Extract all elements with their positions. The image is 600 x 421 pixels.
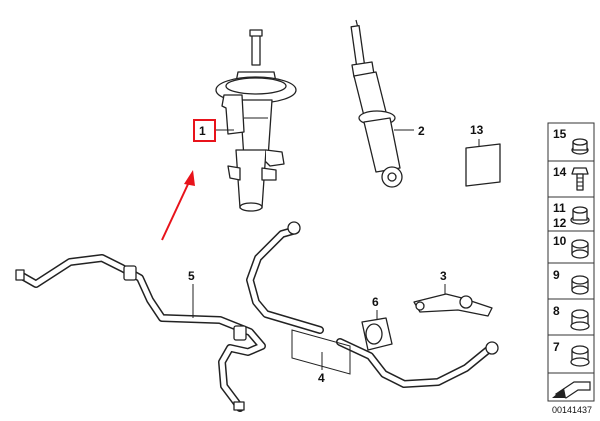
callout-number: 1 <box>199 124 206 138</box>
hardware-item-9[interactable]: 9 <box>553 268 589 295</box>
stabilizer-bar-kit[interactable] <box>246 221 499 388</box>
hardware-item-10[interactable]: 10 <box>553 234 589 259</box>
hardware-item-11-12[interactable]: 11 12 <box>553 201 590 230</box>
hardware-number: 14 <box>553 165 567 179</box>
callout-6[interactable]: 6 <box>372 295 379 320</box>
callout-2[interactable]: 2 <box>394 124 425 138</box>
callout-number: 13 <box>470 123 484 137</box>
hardware-item-7[interactable]: 7 <box>553 340 590 367</box>
hardware-number: 12 <box>553 216 567 230</box>
red-arrow-icon <box>161 170 195 241</box>
callout-number: 5 <box>188 269 195 283</box>
callout-4[interactable]: 4 <box>318 352 325 385</box>
hardware-item-15[interactable]: 15 <box>553 127 589 155</box>
hex-bolt-icon <box>571 167 589 191</box>
hardware-number: 9 <box>553 268 560 282</box>
stabilizer-link[interactable] <box>413 293 493 317</box>
hardware-number: 11 <box>553 201 566 215</box>
collar-nut-icon <box>570 345 590 367</box>
callout-number: 4 <box>318 371 325 385</box>
hardware-number: 10 <box>553 234 567 248</box>
collar-nut-icon <box>571 138 589 155</box>
self-locking-nut-icon <box>571 239 589 259</box>
flange-nut-icon <box>570 206 590 225</box>
highlight-box <box>193 119 216 142</box>
strut-assembly[interactable] <box>215 29 297 212</box>
catalog-number: 00141437 <box>552 405 592 415</box>
callout-5[interactable]: 5 <box>188 269 195 318</box>
hardware-item-8[interactable]: 8 <box>553 304 590 331</box>
hardware-number: 15 <box>553 127 567 141</box>
callout-1[interactable]: 1 <box>193 119 234 142</box>
hardware-item-14[interactable]: 14 <box>553 165 589 191</box>
sticker-label[interactable]: 13 <box>465 123 501 187</box>
callout-number: 2 <box>418 124 425 138</box>
direction-arrow-icon <box>552 381 591 399</box>
callout-number: 3 <box>440 269 447 283</box>
shock-absorber[interactable] <box>350 19 403 188</box>
collar-nut-icon <box>570 309 590 331</box>
callout-3[interactable]: 3 <box>440 269 447 294</box>
hex-nut-icon <box>571 275 589 295</box>
stabilizer-bushing[interactable] <box>361 317 393 351</box>
stabilizer-bar[interactable] <box>15 254 266 412</box>
callout-number: 6 <box>372 295 379 309</box>
hardware-number: 8 <box>553 304 560 318</box>
hardware-number: 7 <box>553 340 560 354</box>
